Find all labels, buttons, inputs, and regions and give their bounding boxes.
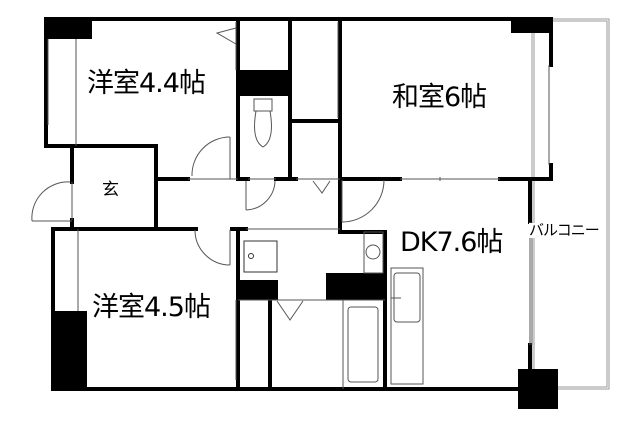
room-label-western-2: 洋室4.5帖 [92, 292, 211, 323]
room-label-western-1: 洋室4.4帖 [87, 68, 206, 99]
room-label-entrance: 玄 [102, 180, 119, 200]
walls [44, 17, 553, 391]
room-label-japanese: 和室6帖 [392, 82, 487, 113]
pillars [46, 19, 558, 409]
balcony-outline [531, 18, 610, 390]
room-label-dining-kitchen: DK7.6帖 [400, 227, 503, 258]
thin-lines [31, 22, 550, 389]
room-label-balcony: バルコニー [529, 221, 600, 239]
